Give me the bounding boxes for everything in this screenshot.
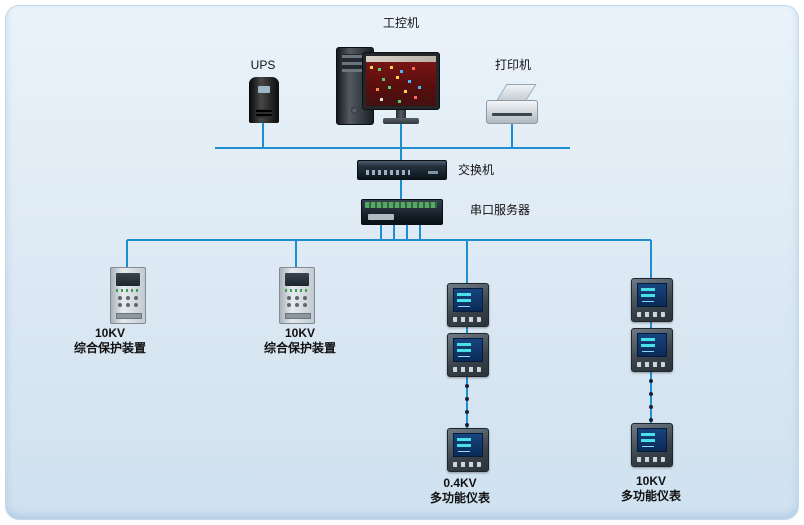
protection-device-1 <box>110 267 146 324</box>
protection-leds <box>116 289 140 292</box>
monitor-screen <box>366 56 436 106</box>
ups-device <box>249 77 279 123</box>
power-meter <box>631 328 673 372</box>
protection-leds <box>285 289 309 292</box>
switch-label: 交换机 <box>458 163 495 177</box>
protection-1-name: 综合保护装置 <box>73 341 146 355</box>
industrial-pc-label: 工控机 <box>382 16 419 30</box>
printer-body <box>486 100 538 124</box>
meter-column-2-label: 10KV 多功能仪表 <box>596 474 706 504</box>
serial-server-label: 串口服务器 <box>470 203 531 217</box>
ellipsis-dots <box>649 379 653 431</box>
power-meter <box>631 278 673 322</box>
protection-port <box>285 313 311 319</box>
meter-column-1-name: 多功能仪表 <box>429 491 490 505</box>
ups-label: UPS <box>250 58 276 72</box>
monitor-neck <box>396 110 406 118</box>
printer-output-slot <box>492 113 532 116</box>
meter-buttons <box>637 457 665 462</box>
protection-port <box>116 313 142 319</box>
protection-1-voltage: 10KV <box>94 326 126 340</box>
meter-screen <box>453 288 483 312</box>
meter-buttons <box>453 317 481 322</box>
protection-2-name: 综合保护装置 <box>263 341 336 355</box>
protection-device-1-label: 10KV 综合保护装置 <box>55 326 165 356</box>
protection-keys <box>287 296 291 300</box>
monitor-base <box>383 118 419 124</box>
protection-keys <box>118 296 122 300</box>
power-meter <box>631 423 673 467</box>
meter-screen <box>637 428 667 452</box>
power-meter <box>447 333 489 377</box>
protection-device-2-label: 10KV 综合保护装置 <box>245 326 355 356</box>
protection-2-voltage: 10KV <box>284 326 316 340</box>
power-meter <box>447 283 489 327</box>
meter-buttons <box>637 362 665 367</box>
meter-screen <box>637 283 667 307</box>
meter-buttons <box>453 367 481 372</box>
printer-device <box>486 84 538 124</box>
pc-monitor <box>362 52 440 124</box>
meter-column-1-voltage: 0.4KV <box>443 476 477 490</box>
meter-column-1-label: 0.4KV 多功能仪表 <box>405 476 515 506</box>
ellipsis-dots <box>465 384 469 436</box>
meter-buttons <box>637 312 665 317</box>
printer-label: 打印机 <box>494 58 531 72</box>
meter-buttons <box>453 462 481 467</box>
serial-server-device <box>361 199 443 225</box>
protection-device-2 <box>279 267 315 324</box>
meter-screen <box>637 333 667 357</box>
power-meter <box>447 428 489 472</box>
meter-screen <box>453 338 483 362</box>
meter-column-2-voltage: 10KV <box>635 474 667 488</box>
protection-screen <box>116 273 140 286</box>
monitor-frame <box>362 52 440 110</box>
meter-column-2-name: 多功能仪表 <box>620 489 681 503</box>
network-switch-device <box>357 160 447 180</box>
protection-screen <box>285 273 309 286</box>
meter-screen <box>453 433 483 457</box>
